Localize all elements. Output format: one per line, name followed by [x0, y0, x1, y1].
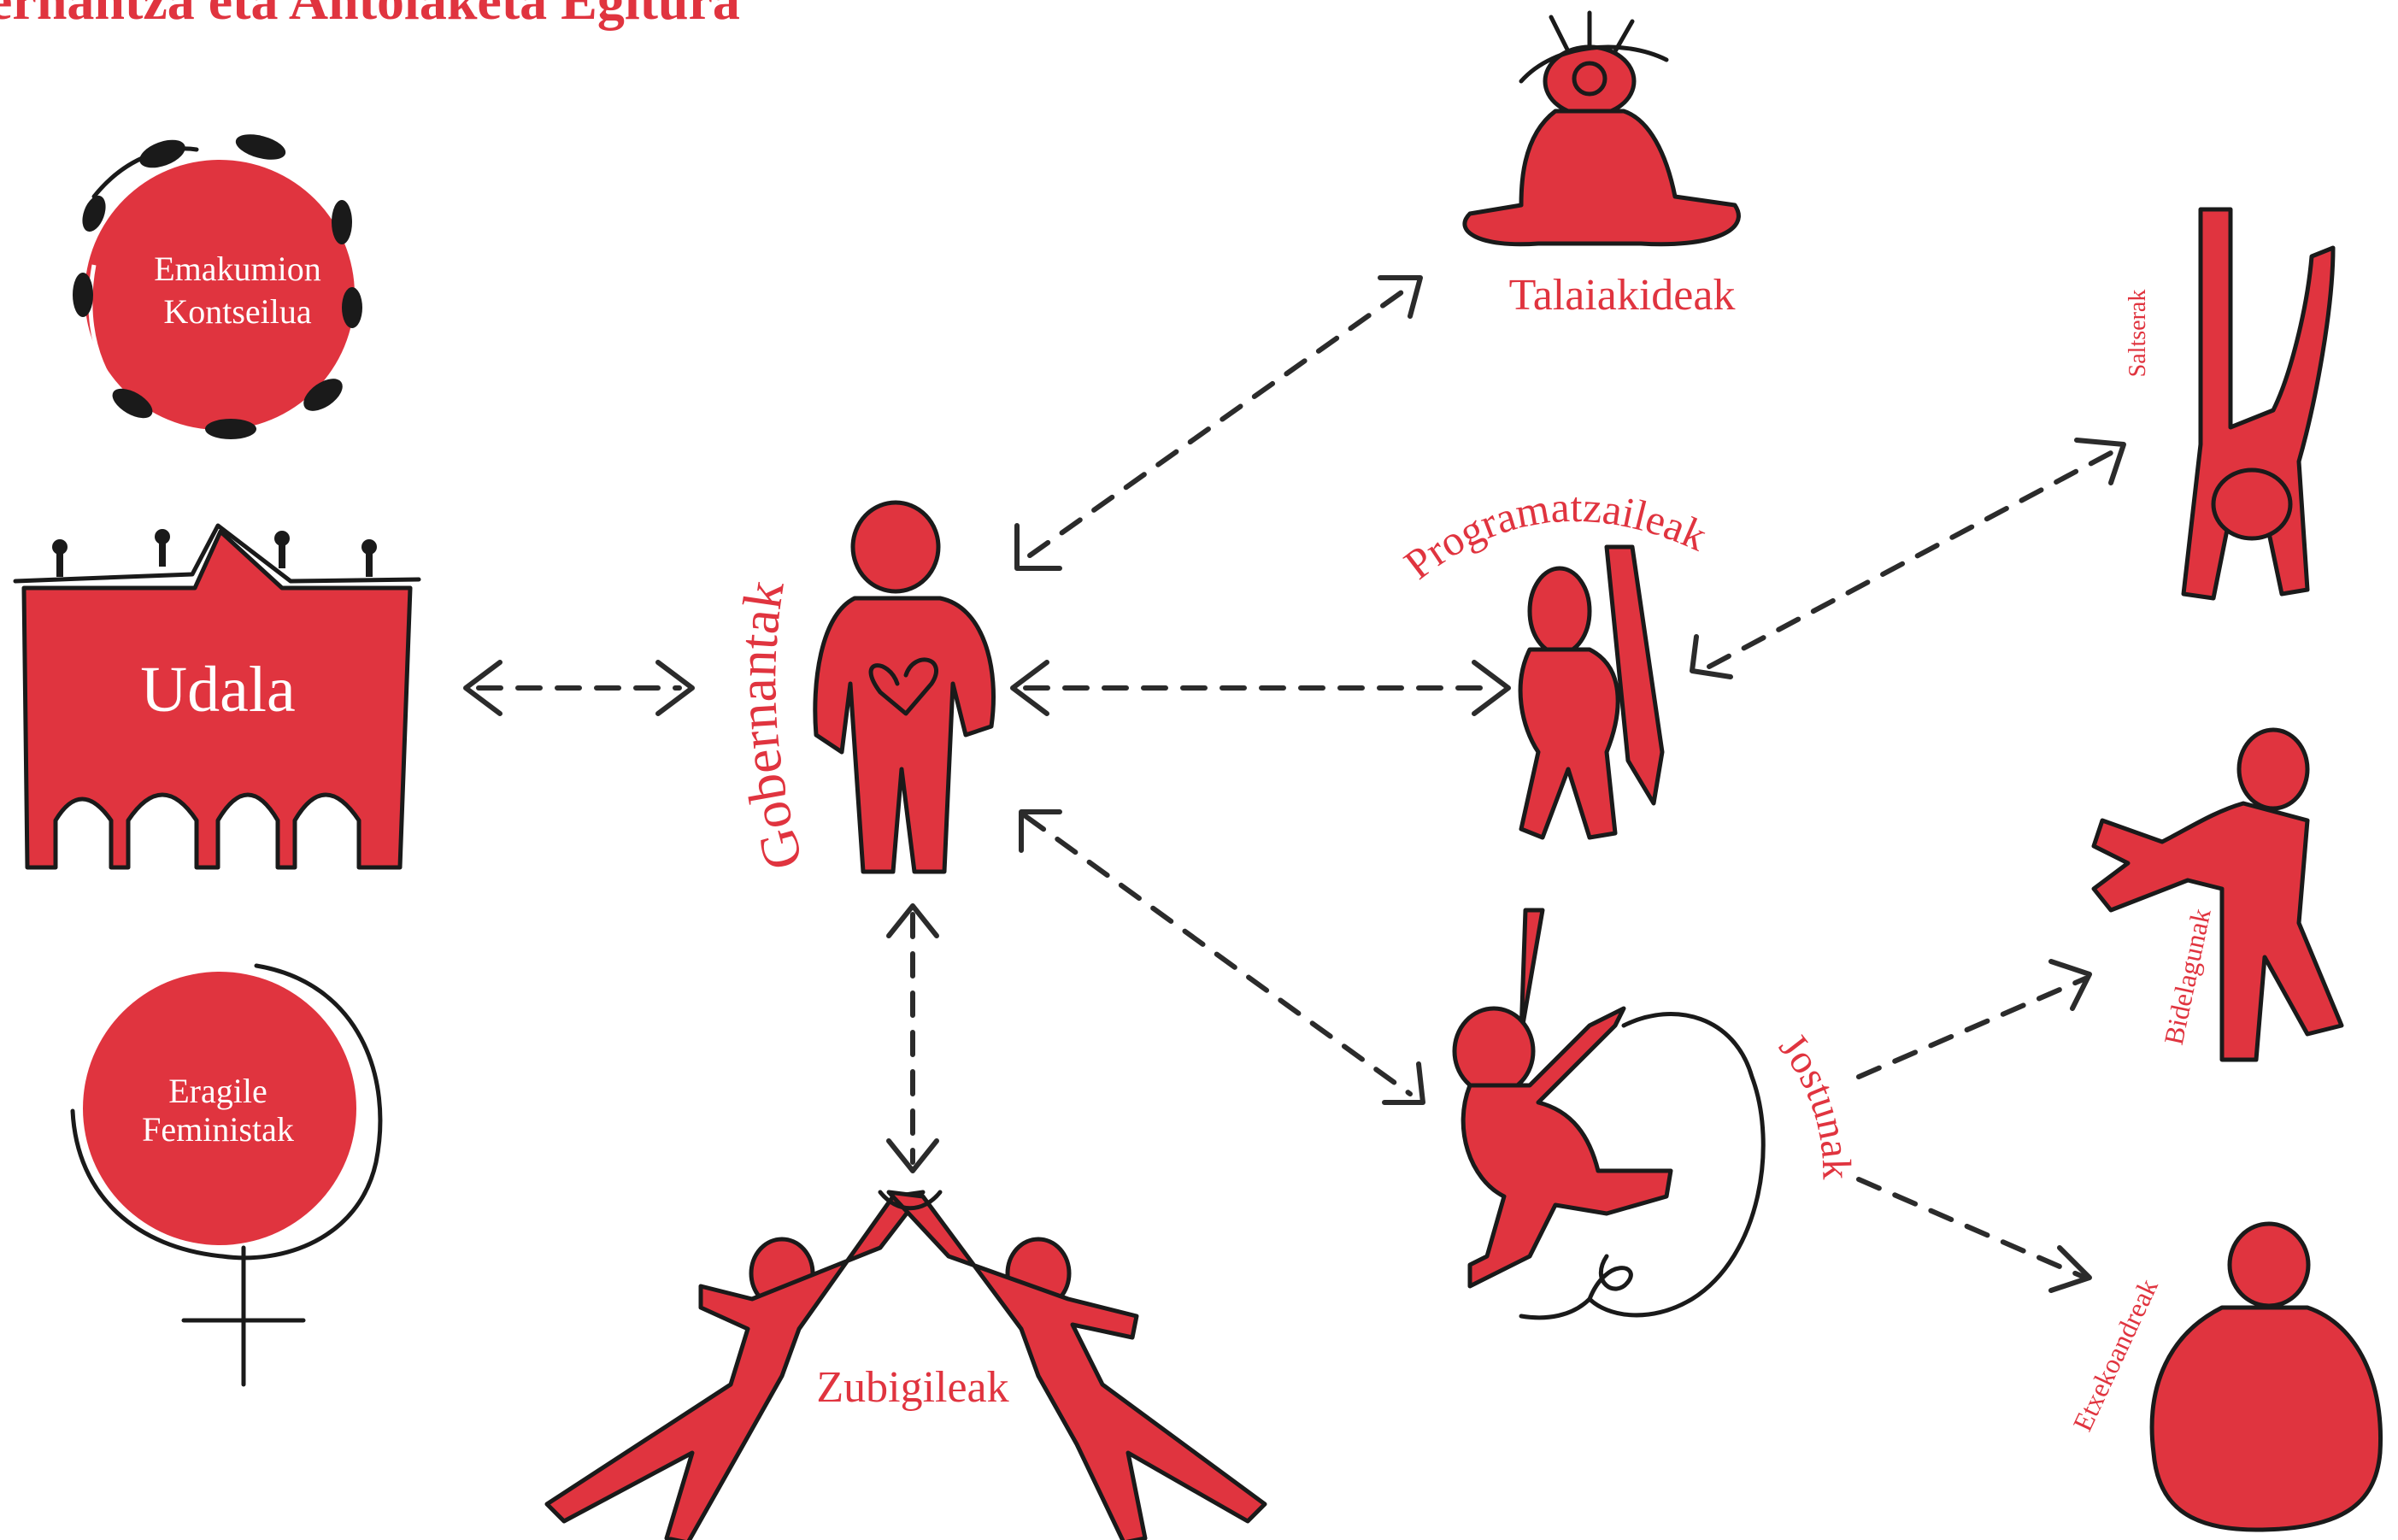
council-label-line1: Emakumion — [154, 250, 321, 288]
townhall-label: Udala — [140, 654, 295, 726]
watcher-figure: Talaiakideak — [1465, 13, 1738, 320]
jumper-figure: Saltserak — [2125, 209, 2333, 598]
programmer-figure: Programatzaileak — [1396, 483, 1714, 838]
sewing-figure-icon — [1455, 910, 1763, 1318]
bridge-builder-label: Zubigileak — [816, 1363, 1008, 1412]
jumper-label: Saltserak — [2125, 290, 2151, 378]
council-label-line2: Kontseilua — [163, 292, 312, 331]
companion-label: Bidelagunak — [2158, 906, 2217, 1048]
townhall-node: Udala — [15, 526, 419, 867]
governor-label: Gobernantak — [726, 577, 814, 876]
agents-label-line1: Eragile — [168, 1072, 267, 1110]
round-figure-icon — [2152, 1224, 2380, 1530]
person-with-heart-icon — [815, 503, 994, 872]
agents-node: Eragile Feministak — [73, 966, 380, 1384]
stitcher-figure: Jostunak — [1455, 910, 1860, 1318]
person-with-pencil-icon — [1520, 547, 1662, 838]
eye-sitting-figure-icon — [1465, 13, 1738, 244]
bridge-builder-figure: Zubigileak — [547, 1192, 1265, 1540]
stitcher-label: Jostunak — [1771, 1025, 1860, 1180]
watcher-label: Talaiakideak — [1509, 271, 1736, 320]
female-symbol-icon — [73, 966, 380, 1384]
reaching-figure-icon — [2094, 730, 2342, 1060]
diagram-title: ernantza eta Antolaketa Egitura — [0, 0, 740, 31]
handstand-figure-icon — [2183, 209, 2333, 598]
agents-label-line2: Feministak — [142, 1110, 294, 1149]
companion-figure: Bidelagunak — [2094, 730, 2342, 1060]
connection-arrows — [466, 278, 2124, 1290]
hostess-label: Etxekoandreak — [2066, 1274, 2164, 1436]
hostess-figure: Etxekoandreak — [2066, 1224, 2380, 1530]
council-node: Emakumion Kontseilua — [73, 130, 362, 439]
governor-figure: Gobernantak — [726, 503, 993, 876]
